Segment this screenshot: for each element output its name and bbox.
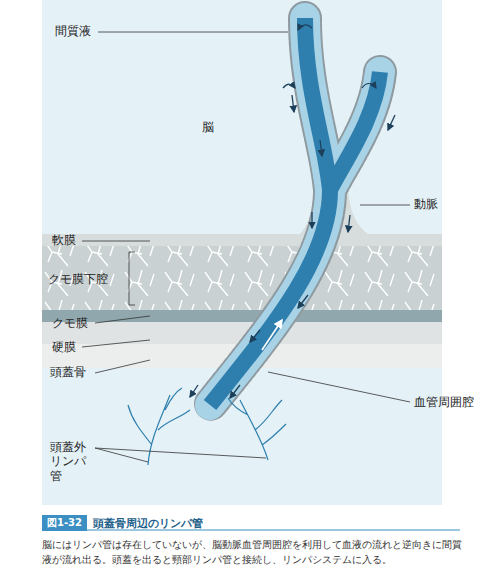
part-label: 動脈 <box>414 197 438 211</box>
part-label: クモ膜 <box>52 316 88 330</box>
part-label: 頭蓋外リンパ管 <box>50 440 87 483</box>
figure-number: 図1-32 <box>42 515 87 531</box>
figure-title: 頭蓋骨周辺のリンパ管 <box>93 516 203 531</box>
part-label: 硬膜 <box>52 340 76 354</box>
label-text: 間質液 <box>55 24 91 38</box>
part-label: 軟膜 <box>52 233 76 247</box>
figure-caption: 脳にはリンパ管は存在していないが、脳動脈血管周囲腔を利用して血液の流れと逆向きに… <box>42 538 462 567</box>
part-label: 血管周囲腔 <box>414 395 474 409</box>
part-label: 頭蓋骨 <box>50 365 86 379</box>
region-label: 脳 <box>202 120 214 134</box>
part-label: クモ膜下腔 <box>48 272 108 286</box>
